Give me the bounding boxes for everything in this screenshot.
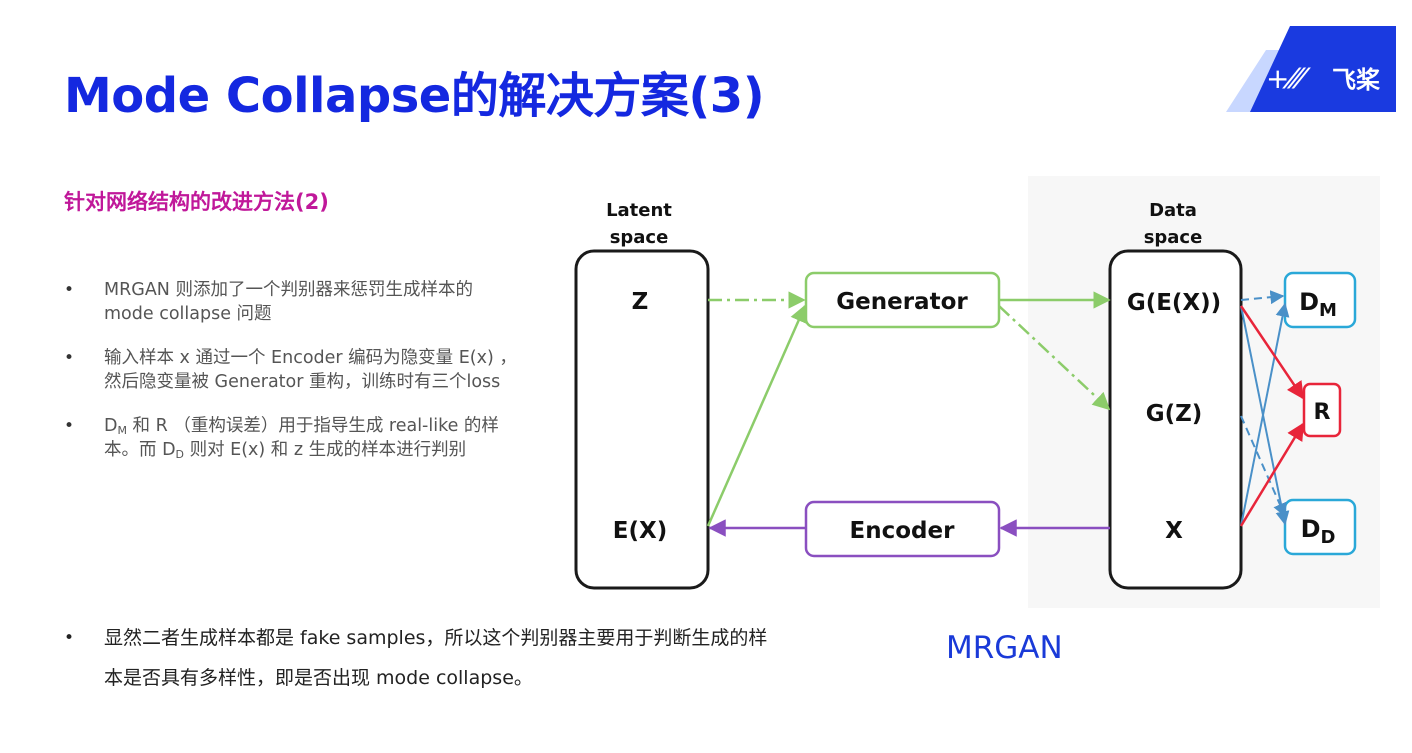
logo-mark-icon: +⁄⁄⁄ bbox=[1266, 62, 1311, 95]
arrow-ex-generator bbox=[706, 304, 807, 527]
latent-label: Latent bbox=[606, 200, 672, 221]
mrgan-diagram: Latent space Data space Z E(X) G(E(X)) G… bbox=[558, 176, 1380, 608]
dm-box bbox=[1283, 271, 1357, 329]
generator-label: Generator bbox=[836, 289, 968, 315]
bullet-dot-icon: • bbox=[64, 280, 75, 300]
data-label: space bbox=[1144, 227, 1203, 248]
logo-text: 飞桨 bbox=[1332, 66, 1381, 94]
arrow-generator-gz bbox=[998, 305, 1111, 411]
dd-label: DD bbox=[1301, 515, 1336, 548]
encoder-label: Encoder bbox=[850, 518, 956, 544]
bullet-dot-icon: • bbox=[64, 628, 75, 648]
arrow-x-dm bbox=[1240, 302, 1290, 527]
bottom-note: • 显然二者生成样本都是 fake samples，所以这个判别器主要用于判断生… bbox=[62, 618, 782, 698]
node-gz: G(Z) bbox=[1146, 401, 1203, 427]
bullet-list: • MRGAN 则添加了一个判别器来惩罚生成样本的 mode collapse … bbox=[62, 278, 524, 482]
bullet-item: • MRGAN 则添加了一个判别器来惩罚生成样本的 mode collapse … bbox=[64, 280, 473, 324]
r-label: R bbox=[1314, 400, 1331, 425]
r-box bbox=[1302, 382, 1342, 438]
bullet-item: • DM 和 R （重构误差）用于指导生成 real-like 的样本。而 DD… bbox=[64, 416, 499, 461]
data-label: Data bbox=[1149, 200, 1197, 221]
slide-title: Mode Collapse的解决方案(3) bbox=[64, 68, 765, 124]
node-gex: G(E(X)) bbox=[1127, 290, 1221, 316]
data-space-box bbox=[1108, 249, 1243, 590]
latent-space-box bbox=[574, 249, 710, 590]
dd-box bbox=[1283, 498, 1357, 556]
diagram-caption: MRGAN bbox=[946, 630, 1063, 666]
paddle-logo: +⁄⁄⁄ 飞桨 bbox=[1226, 26, 1396, 112]
bullet-dot-icon: • bbox=[64, 348, 75, 368]
bullet-dot-icon: • bbox=[64, 416, 75, 436]
bottom-note-text: 显然二者生成样本都是 fake samples，所以这个判别器主要用于判断生成的… bbox=[104, 627, 768, 689]
node-x: X bbox=[1165, 518, 1183, 544]
arrow-gex-r bbox=[1239, 305, 1305, 400]
node-ex: E(X) bbox=[613, 518, 667, 544]
node-z: Z bbox=[632, 289, 649, 315]
bullet-item: • 输入样本 x 通过一个 Encoder 编码为隐变量 E(x) ，然后隐变量… bbox=[64, 348, 517, 392]
latent-label: space bbox=[610, 227, 669, 248]
section-subtitle: 针对网络结构的改进方法(2) bbox=[64, 190, 329, 214]
arrow-x-r bbox=[1239, 422, 1305, 527]
arrow-gex-dm bbox=[1240, 290, 1285, 305]
dm-label: DM bbox=[1299, 288, 1337, 321]
arrow-gz-dd bbox=[1240, 415, 1287, 518]
